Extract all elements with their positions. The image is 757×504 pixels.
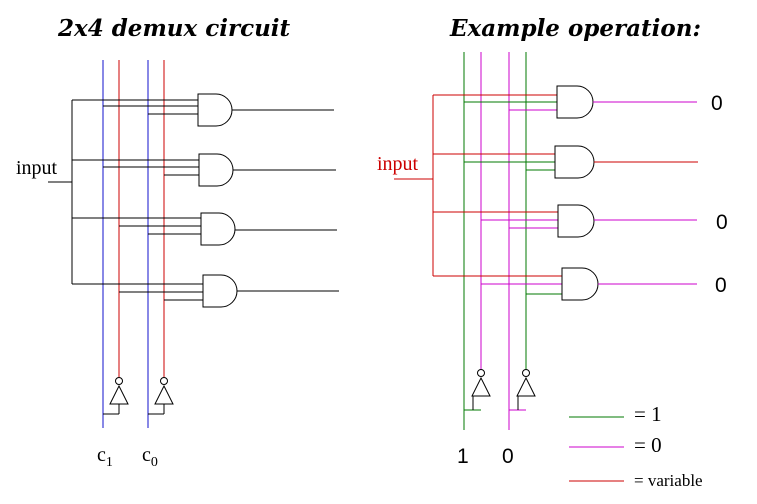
example-inverter-c1 — [471, 376, 491, 397]
example-output-1: 0 — [711, 92, 723, 115]
left-input-label: input — [16, 157, 58, 179]
legend-label-one: = 1 — [634, 402, 662, 426]
and-gate-2 — [198, 153, 234, 187]
and-gate-4 — [202, 274, 238, 308]
inverter-c0 — [154, 384, 174, 405]
right-input-label: input — [377, 153, 419, 175]
example-and-gate-3 — [557, 204, 595, 238]
example-c1-value: 1 — [457, 445, 469, 468]
legend-label-zero: = 0 — [634, 433, 662, 457]
example-and-gate-4 — [561, 267, 599, 301]
example-inverter-c0 — [516, 376, 536, 397]
inverter-c1 — [109, 384, 129, 405]
example-and-gate-2 — [554, 145, 595, 179]
right-circuit — [394, 52, 698, 430]
c0-label: c0 — [142, 444, 158, 470]
and-gate-1 — [197, 93, 233, 127]
c1-label: c1 — [97, 444, 113, 470]
example-output-3: 0 — [716, 211, 728, 234]
and-gate-3 — [200, 212, 236, 246]
example-output-4: 0 — [715, 274, 727, 297]
left-circuit — [48, 60, 339, 428]
legend-label-variable: = variable — [634, 471, 703, 490]
example-c0-value: 0 — [502, 445, 514, 468]
example-and-gate-1 — [556, 85, 594, 119]
legend: = 1 = 0 = variable — [569, 402, 703, 490]
left-title: 2x4 demux circuit — [57, 15, 291, 42]
right-title: Example operation: — [449, 15, 701, 42]
